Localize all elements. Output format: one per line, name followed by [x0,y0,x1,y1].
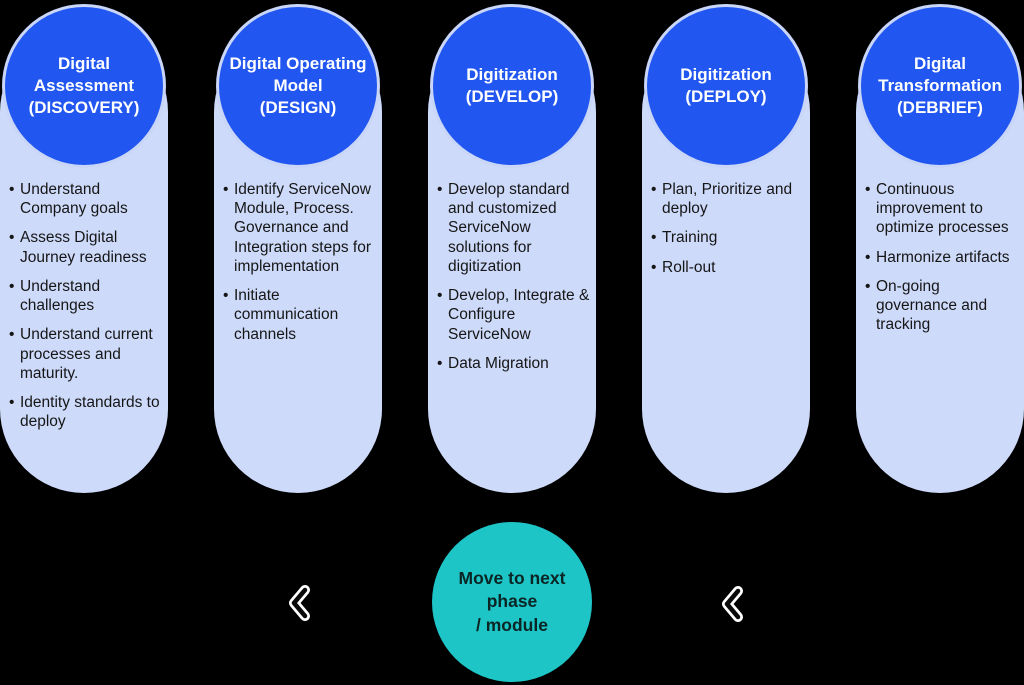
bullet-item: Understand Company goals [9,180,164,218]
bullet-item: Initiate communication channels [223,286,378,344]
phase-header-circle: Digitization (DEPLOY) [644,4,808,168]
phase-header-text: Digital Assessment (DISCOVERY) [13,53,155,119]
phase-header-circle: Digital Assessment (DISCOVERY) [2,4,166,168]
phase-stage-label: (DISCOVERY) [28,98,140,118]
move-to-next-phase-button[interactable]: Move to next phase / module [432,522,592,682]
phase-header-circle: Digitization (DEVELOP) [430,4,594,168]
phase-bullet-list: Develop standard and customized ServiceN… [437,180,592,383]
phase-title: Digital Assessment [33,53,135,95]
phase-header-text: Digital Operating Model (DESIGN) [227,53,369,119]
phase-column-debrief: Digital Transformation (DEBRIEF) Continu… [856,0,1024,493]
bullet-item: Continuous improvement to optimize proce… [865,180,1020,238]
cta-line: phase [486,591,538,612]
phase-column-discovery: Digital Assessment (DISCOVERY) Understan… [0,0,168,493]
bullet-item: Identity standards to deploy [9,393,164,431]
phase-title: Digitization [466,64,558,84]
phase-bullet-list: Continuous improvement to optimize proce… [865,180,1020,345]
phase-title: Digital Transformation [878,53,1002,95]
bullet-item: Develop, Integrate & Configure ServiceNo… [437,286,592,344]
phase-header-circle: Digital Transformation (DEBRIEF) [858,4,1022,168]
bullet-item: Understand challenges [9,277,164,315]
phase-bullet-list: Understand Company goals Assess Digital … [9,180,164,441]
bullet-item: Understand current processes and maturit… [9,325,164,383]
phase-bullet-list: Plan, Prioritize and deploy Training Rol… [651,180,806,287]
previous-phase-chevron-icon[interactable] [719,585,745,623]
phase-bullet-list: Identify ServiceNow Module, Process. Gov… [223,180,378,354]
phase-header-text: Digitization (DEVELOP) [466,64,559,108]
phase-stage-label: (DEVELOP) [465,87,559,106]
phase-header-text: Digitization (DEPLOY) [680,64,772,108]
cta-line: Move to next [458,567,566,588]
bullet-item: Develop standard and customized ServiceN… [437,180,592,276]
bullet-item: Training [651,228,806,247]
phase-column-deploy: Digitization (DEPLOY) Plan, Prioritize a… [642,0,810,493]
phase-title: Digital Operating Model [229,53,367,95]
bullet-item: Assess Digital Journey readiness [9,228,164,266]
phase-stage-label: (DEPLOY) [685,87,767,106]
phase-column-develop: Digitization (DEVELOP) Develop standard … [428,0,596,493]
bullet-item: Data Migration [437,354,592,373]
previous-phase-chevron-icon[interactable] [286,584,312,622]
phase-header-circle: Digital Operating Model (DESIGN) [216,4,380,168]
phase-header-text: Digital Transformation (DEBRIEF) [869,53,1011,119]
phase-stage-label: (DESIGN) [259,98,337,118]
phase-title: Digitization [680,64,772,84]
phase-stage-label: (DEBRIEF) [897,98,983,118]
cta-line: / module [476,614,548,635]
bullet-item: Plan, Prioritize and deploy [651,180,806,218]
bullet-item: Identify ServiceNow Module, Process. Gov… [223,180,378,276]
bullet-item: Roll-out [651,258,806,277]
phase-column-design: Digital Operating Model (DESIGN) Identif… [214,0,382,493]
bullet-item: Harmonize artifacts [865,248,1020,267]
bullet-item: On-going governance and tracking [865,277,1020,335]
